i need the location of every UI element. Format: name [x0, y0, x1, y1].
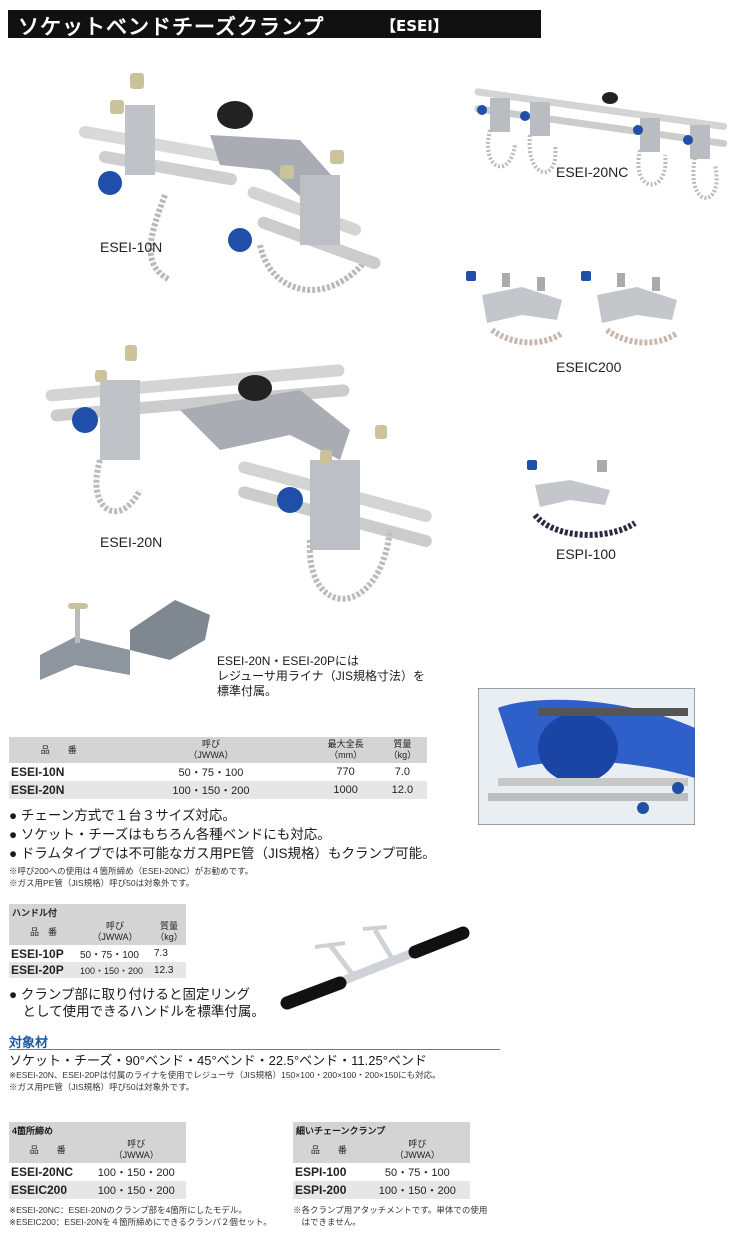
- model-cell: ESEIC200: [9, 1181, 87, 1199]
- caption-esei-10n: ESEI-10N: [100, 239, 163, 255]
- th-length: 最大全長 （mm）: [313, 737, 378, 763]
- th-mass: 質量 （kg）: [377, 737, 427, 763]
- note: ※各クランプ用アタッチメントです。単体での使用: [293, 1205, 488, 1215]
- application-photo: [478, 688, 695, 825]
- table-row: ESEI-10P 50・75・100 7.3: [9, 945, 186, 962]
- table-header: 品 番 呼び （JWWA）: [293, 1137, 470, 1163]
- size-cell: 100・150・200: [364, 1181, 470, 1199]
- size-cell: 50・75・100: [384, 1167, 450, 1179]
- th-model: 品 番: [9, 919, 78, 945]
- esei-20n-photo: [45, 345, 432, 602]
- table-header: 品 番 呼び （JWWA）: [9, 1137, 186, 1163]
- mass-cell: 7.3: [154, 948, 168, 959]
- th-model: 品 番: [9, 737, 109, 763]
- model-cell: ESEI-20P: [9, 962, 78, 978]
- model-cell: ESEI-20N: [9, 781, 109, 799]
- feature-bullet: ● ドラムタイプでは不可能なガス用PE管（JIS規格）もクランプ可能。: [9, 846, 436, 861]
- table-row: ESEI-20NC 100・150・200: [9, 1163, 186, 1181]
- model-cell: ESEI-10N: [11, 765, 65, 779]
- thin-chain-label: 細いチェーンクランプ: [293, 1122, 470, 1139]
- model-cell: ESPI-200: [293, 1181, 365, 1199]
- model-cell: ESEI-20NC: [11, 1165, 74, 1179]
- target-text: ソケット・チーズ・90°ベンド・45°ベンド・22.5°ベンド・11.25°ベン…: [9, 1053, 427, 1068]
- size-cell: 50・75・100: [80, 950, 139, 961]
- note: ※ESEIC200：ESEI-20Nを４箇所締めにできるクランパ２個セット。: [9, 1217, 272, 1227]
- th-size: 呼び （JWWA）: [364, 1137, 470, 1163]
- mass-cell: 12.3: [152, 962, 186, 978]
- note: はできません。: [293, 1217, 361, 1227]
- th-model: 品 番: [9, 1137, 87, 1163]
- mass-cell: 7.0: [394, 766, 411, 778]
- note: ※ガス用PE管（JIS規格）呼び50は対象外です。: [9, 878, 195, 888]
- size-cell: 100・150・200: [78, 962, 152, 978]
- table-row: ESEI-20P 100・150・200 12.3: [9, 962, 186, 978]
- spec-table-handle: 品 番 呼び （JWWA） 質量 （kg） ESEI-10P 50・75・100…: [9, 919, 186, 978]
- caption-esei-20nc: ESEI-20NC: [556, 164, 629, 180]
- table-row: ESEI-10N 50・75・100 770 7.0: [9, 763, 427, 781]
- table-header: 品 番 呼び （JWWA） 質量 （kg）: [9, 919, 186, 945]
- liner-note: ESEI-20N・ESEI-20Pには レジューサ用ライナ（JIS規格寸法）を …: [217, 654, 426, 698]
- note: ※呼び200への使用は４箇所締め（ESEI-20NC）がお勧めです。: [9, 866, 254, 876]
- table-row: ESPI-200 100・150・200: [293, 1181, 470, 1199]
- spec-table-thin-chain: 品 番 呼び （JWWA） ESPI-100 50・75・100 ESPI-20…: [293, 1137, 470, 1199]
- feature-bullet: ● チェーン方式で１台３サイズ対応。: [9, 808, 236, 823]
- size-cell: 50・75・100: [178, 767, 244, 779]
- four-point-label: 4箇所締め: [9, 1122, 186, 1139]
- mass-cell: 12.0: [377, 781, 427, 799]
- divider: [9, 1049, 500, 1050]
- table-row: ESPI-100 50・75・100: [293, 1163, 470, 1181]
- note: ※ESEI-20NC：ESEI-20Nのクランプ部を4箇所にしたモデル。: [9, 1205, 247, 1215]
- length-cell: 1000: [313, 781, 378, 799]
- length-cell: 770: [336, 766, 355, 778]
- model-cell: ESPI-100: [295, 1165, 347, 1179]
- esei-10n-photo: [78, 73, 381, 293]
- note: ※ガス用PE管（JIS規格）呼び50は対象外です。: [9, 1082, 195, 1092]
- size-cell: 100・150・200: [108, 781, 314, 799]
- spec-table-four-point: 品 番 呼び （JWWA） ESEI-20NC 100・150・200 ESEI…: [9, 1137, 186, 1199]
- note: ※ESEI-20N、ESEI-20Pは付属のライナを使用でレジューサ（JIS規格…: [9, 1070, 441, 1080]
- caption-eseic200: ESEIC200: [556, 359, 622, 375]
- th-size: 呼び （JWWA）: [86, 1137, 186, 1163]
- th-model: 品 番: [293, 1137, 365, 1163]
- model-cell: ESEI-10P: [11, 946, 64, 961]
- spec-table-main: 品 番 呼び （JWWA） 最大全長 （mm） 質量 （kg） ESEI-10N…: [9, 737, 427, 799]
- espi-100-photo: [527, 460, 637, 538]
- th-size: 呼び （JWWA）: [78, 919, 152, 945]
- caption-esei-20n: ESEI-20N: [100, 534, 163, 550]
- size-cell: 100・150・200: [86, 1181, 186, 1199]
- table-row: ESEI-20N 100・150・200 1000 12.0: [9, 781, 427, 799]
- th-mass: 質量 （kg）: [152, 919, 186, 945]
- size-cell: 100・150・200: [97, 1167, 175, 1179]
- table-header: 品 番 呼び （JWWA） 最大全長 （mm） 質量 （kg）: [9, 737, 427, 763]
- handle-bullet: ● クランプ部に取り付けると固定リング として使用できるハンドルを標準付属。: [9, 987, 265, 1019]
- handle-photo: [280, 925, 470, 1010]
- handle-section-label: ハンドル付: [9, 904, 186, 921]
- table-row: ESEIC200 100・150・200: [9, 1181, 186, 1199]
- page-title: ソケットベンドチーズクランプ: [18, 15, 325, 39]
- liner-photo: [40, 600, 210, 680]
- target-heading: 対象材: [9, 1035, 49, 1050]
- feature-bullet: ● ソケット・チーズはもちろん各種ベンドにも対応。: [9, 827, 331, 842]
- esei-20nc-photo: [474, 88, 728, 200]
- th-size: 呼び （JWWA）: [108, 737, 314, 763]
- caption-espi-100: ESPI-100: [556, 546, 616, 562]
- eseic200-photo: [466, 271, 679, 346]
- title-bar: ソケットベンドチーズクランプ 【ESEI】: [8, 10, 541, 39]
- product-code: 【ESEI】: [381, 17, 448, 35]
